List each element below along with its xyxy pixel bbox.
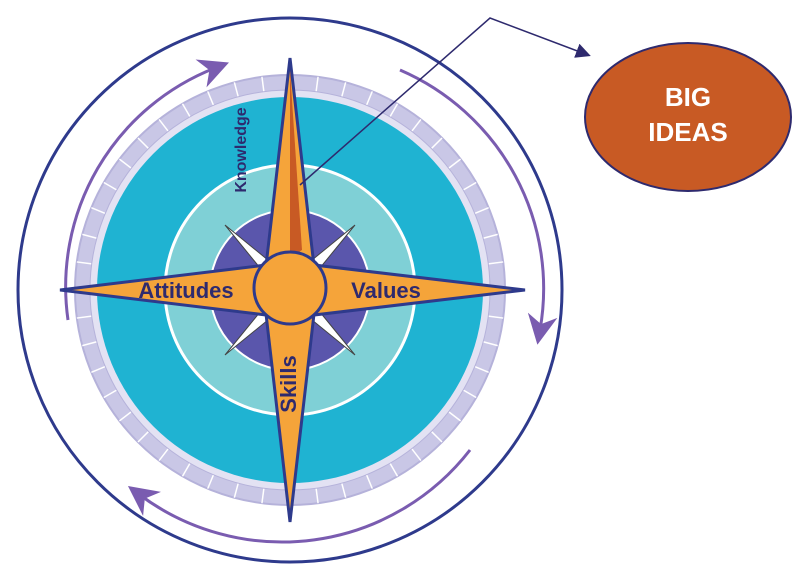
star-hub <box>252 250 328 326</box>
cycle-arrow-top <box>64 59 229 321</box>
label-values: Values <box>351 278 421 303</box>
ring-tick <box>474 207 489 215</box>
ring-tick <box>482 341 498 347</box>
ring-tick <box>158 118 169 132</box>
ring-tick <box>103 181 118 191</box>
ring-tick <box>82 233 98 239</box>
ring-tick <box>488 261 504 265</box>
star-north-shade <box>290 70 302 258</box>
ring-tick <box>76 315 92 319</box>
ring-tick <box>315 488 319 504</box>
big-ideas-line2: IDEAS <box>648 117 727 147</box>
cycle-arrow-bottom <box>127 449 472 544</box>
big-ideas-bubble <box>584 42 792 192</box>
ring-ticks <box>75 75 505 505</box>
ring-tick <box>389 462 399 477</box>
ring-tick <box>315 76 319 92</box>
ring-tick <box>482 233 498 239</box>
label-skills: Skills <box>276 355 301 412</box>
compass-star <box>59 57 526 523</box>
ring-tick <box>389 103 399 118</box>
ring-tick <box>462 389 477 399</box>
ring-tick <box>137 137 150 150</box>
ring-tick <box>118 158 132 169</box>
ring-tick <box>261 76 265 92</box>
connector-line <box>299 17 591 186</box>
ring-tick <box>233 82 239 98</box>
ring-tick <box>341 82 347 98</box>
ring-tick <box>462 181 477 191</box>
ring-tick <box>365 474 373 489</box>
ring-tick <box>82 341 98 347</box>
ring-tick <box>474 365 489 373</box>
ring-tick <box>448 158 462 169</box>
ring-tick <box>91 207 106 215</box>
big-ideas-line1: BIG <box>665 82 711 112</box>
ring-tick <box>341 482 347 498</box>
ring-tick <box>76 261 92 265</box>
ring-tick <box>488 315 504 319</box>
ring-tick <box>261 488 265 504</box>
label-attitudes: Attitudes <box>138 278 233 303</box>
ring-tick <box>365 91 373 106</box>
ring-tick <box>91 365 106 373</box>
ring-tick <box>430 137 443 150</box>
ring-tick <box>448 411 462 422</box>
ring-tick <box>233 482 239 498</box>
ring-tick <box>411 448 422 462</box>
ring-tick <box>137 430 150 443</box>
cycle-arrow-right <box>399 68 558 345</box>
ring-tick <box>207 474 215 489</box>
ring-tick <box>411 118 422 132</box>
ring-tick <box>103 389 118 399</box>
label-knowledge: Knowledge <box>233 107 250 192</box>
ring-tick <box>181 103 191 118</box>
ring-tick <box>181 462 191 477</box>
ring-tick <box>118 411 132 422</box>
ring-tick <box>430 430 443 443</box>
ring-tick <box>207 91 215 106</box>
ring-tick <box>158 448 169 462</box>
